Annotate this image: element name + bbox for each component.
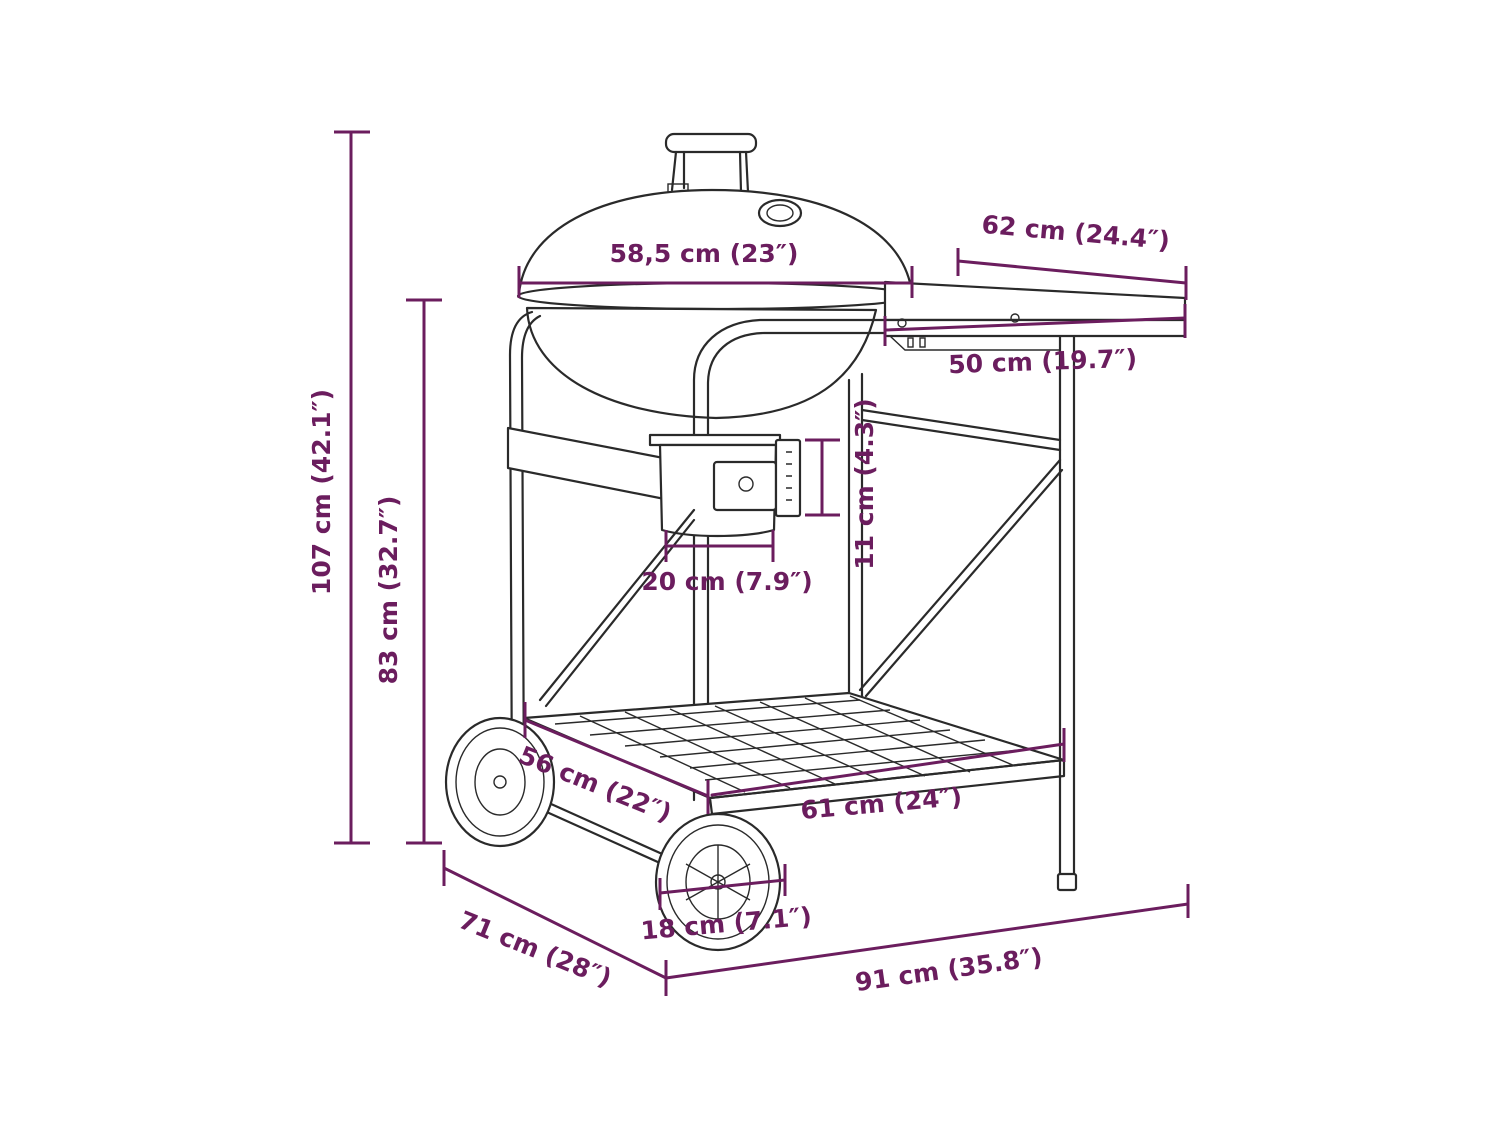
cart-back-left-leg — [847, 372, 864, 702]
label-kettle-diameter: 58,5 cm (23″) — [610, 239, 799, 268]
label-total-height: 107 cm (42.1″) — [307, 389, 336, 595]
label-cooking-height: 83 cm (32.7″) — [374, 496, 403, 685]
label-side-table-depth: 62 cm (24.4″) — [980, 210, 1171, 255]
diagonal-brace-right — [858, 458, 1064, 698]
lid-handle-icon — [664, 132, 758, 194]
lid-vent-icon — [757, 198, 803, 228]
label-side-table-width: 50 cm (19.7″) — [948, 344, 1138, 380]
cart-frame-left — [508, 310, 542, 802]
grill-lid — [517, 188, 914, 296]
left-wheel-icon — [444, 716, 556, 848]
label-shelf-width: 61 cm (24″) — [799, 782, 963, 825]
diagonal-brace-left — [538, 508, 696, 708]
label-ash-catcher-height: 11 cm (4.3″) — [850, 398, 879, 569]
cart-back-right-leg — [1058, 328, 1076, 887]
dimension-lines — [334, 130, 1190, 996]
label-total-depth: 71 cm (28″) — [455, 905, 616, 993]
leg-foot — [1056, 872, 1078, 892]
label-ash-catcher-width: 20 cm (7.9″) — [641, 567, 812, 596]
ash-catcher — [648, 433, 802, 538]
cart-frame-center — [692, 318, 887, 802]
lid-rim — [516, 281, 916, 311]
side-table — [883, 280, 1187, 322]
grill-illustration — [444, 132, 1187, 952]
grill-bowl — [525, 306, 878, 420]
label-total-width: 91 cm (35.8″) — [853, 942, 1044, 997]
